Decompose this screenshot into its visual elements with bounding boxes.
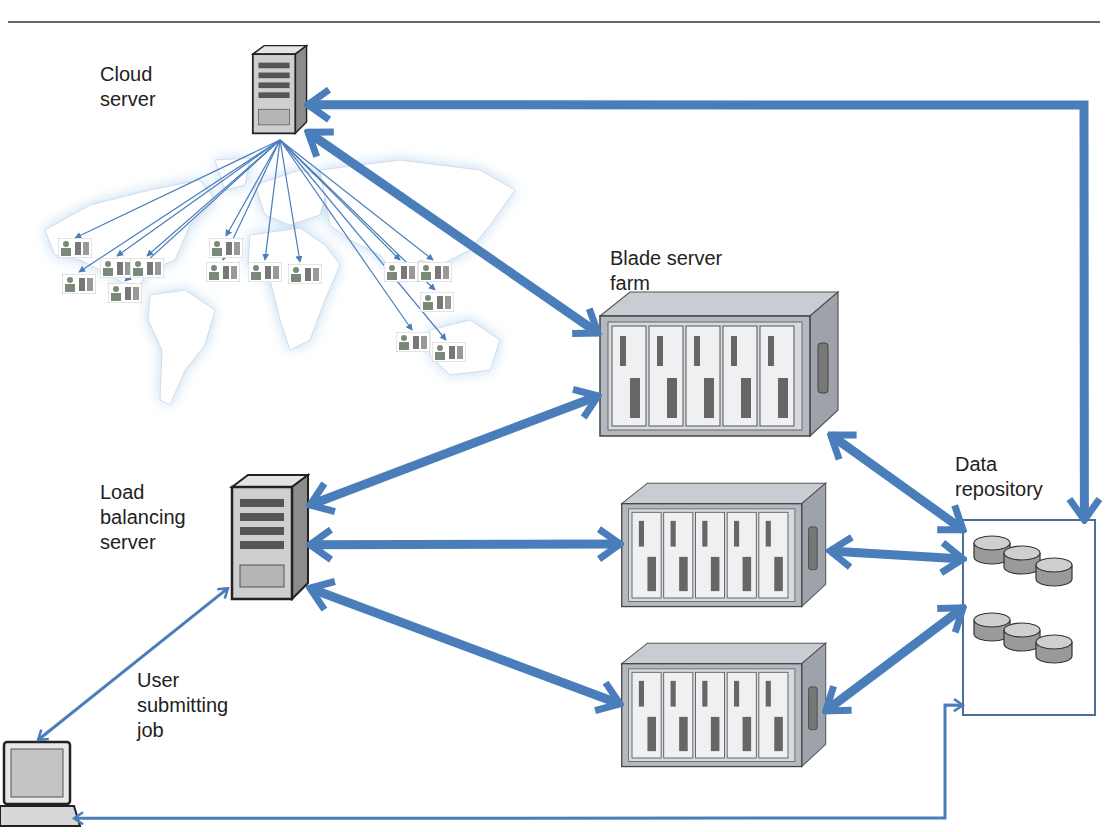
user-link-arrow — [74, 705, 963, 818]
load-balancer: Load balancing server — [228, 473, 310, 601]
data-flow-arrow — [310, 588, 620, 704]
node-label: Load balancing server — [100, 480, 200, 555]
node-label: User submitting job — [137, 668, 247, 743]
data-flow-arrow — [826, 608, 963, 711]
node-label: Blade server farm — [610, 246, 760, 296]
data-flow-arrow — [310, 540, 620, 550]
blade-server — [620, 475, 830, 613]
data-flow-arrow — [308, 105, 1084, 520]
user-link-arrow — [38, 588, 228, 740]
data-flow-arrow — [830, 551, 963, 559]
blade-server — [620, 635, 830, 773]
data-flow-arrow — [831, 435, 963, 530]
blade-server: Blade server farm — [598, 288, 843, 438]
node-label: Data repository — [955, 452, 1070, 502]
user-laptop: User submitting job — [2, 740, 74, 830]
data-repository: Data repository — [963, 520, 1095, 715]
data-flow-arrow — [308, 132, 598, 333]
cloud-server: Cloud server — [250, 42, 308, 137]
node-label: Cloud server — [100, 62, 182, 112]
data-flow-arrow — [310, 396, 598, 505]
